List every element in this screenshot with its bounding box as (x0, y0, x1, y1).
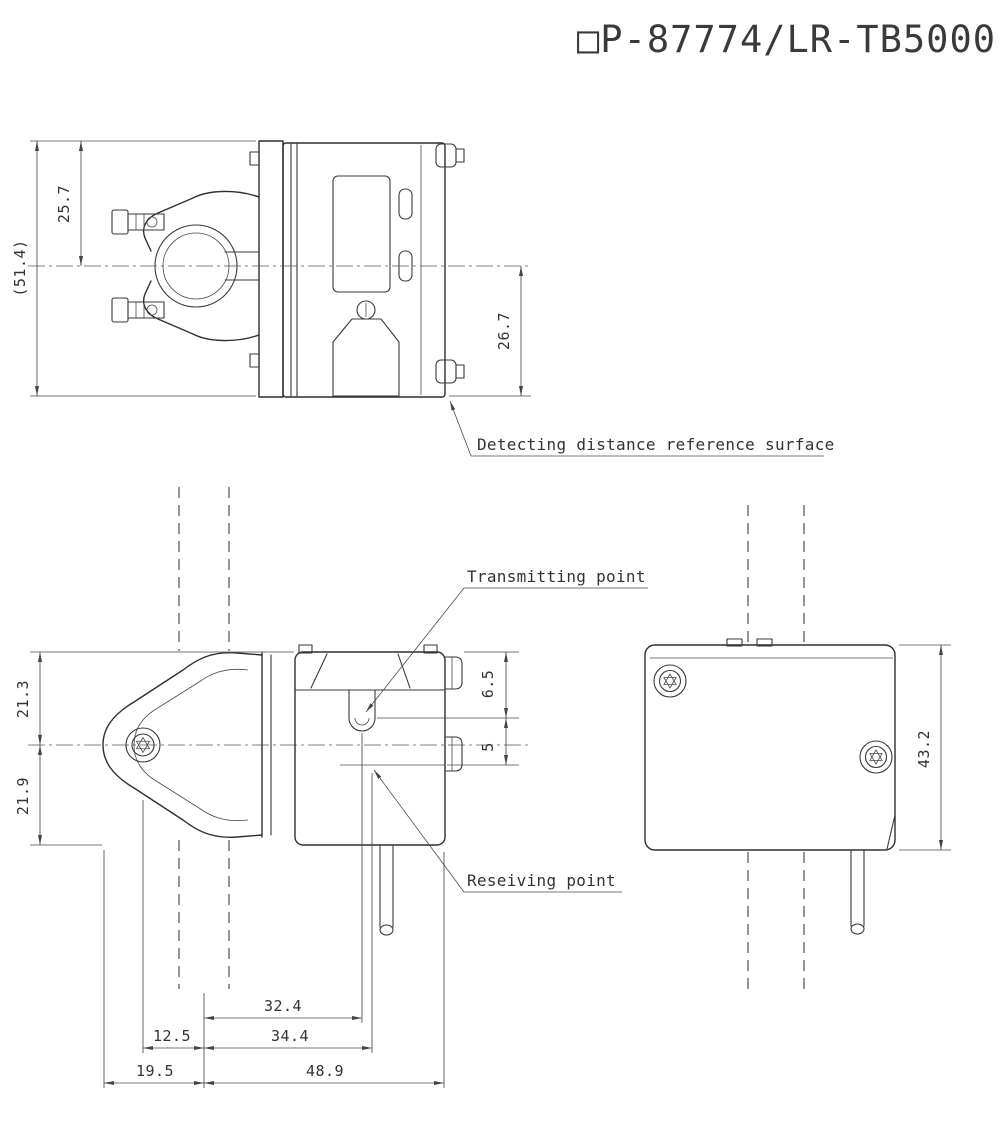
clamp-bolt-lower (111, 297, 165, 323)
leader-transmitting-point: Transmitting point (365, 567, 648, 713)
dim-text-front-upper: 21.3 (14, 680, 32, 718)
clamp-bracket-front (102, 652, 272, 838)
sensor-body-side (644, 638, 896, 935)
dim-text-edge-offset: 19.5 (136, 1062, 174, 1080)
dim-text-front-lower: 21.9 (14, 777, 32, 815)
dim-side-height: 43.2 (899, 644, 951, 851)
top-view: (51.4) 25.7 26.7 Detecting distance refe… (11, 140, 835, 457)
dim-text-transmit-x: 32.4 (264, 997, 302, 1015)
dim-transmit-offset: 6.5 (377, 651, 519, 719)
sensor-nose (332, 318, 400, 397)
screw-bottom-right (435, 359, 465, 384)
dim-lower-height: 26.7 (449, 266, 531, 397)
transmitting-point-label: Transmitting point (467, 567, 646, 586)
side-view: 43.2 (644, 505, 951, 989)
receiving-point-label: Reseiving point (467, 871, 616, 890)
screw-front-upper (444, 656, 463, 690)
cable-front (379, 844, 394, 936)
dim-screw-offset: 12.5 (143, 1027, 204, 1051)
dim-text-side-height: 43.2 (915, 730, 933, 768)
clamp-bolt-upper (111, 209, 165, 235)
dim-edge-offset: 19.5 (104, 1062, 204, 1086)
dim-overall-width: 48.9 (204, 1062, 444, 1086)
leader-detecting-surface: Detecting distance reference surface (449, 400, 835, 457)
dim-text-lower-height: 26.7 (495, 312, 513, 350)
dim-text-transmit-offset: 6.5 (479, 670, 497, 699)
leader-receiving-point: Reseiving point (373, 769, 622, 893)
dim-receive-x: 34.4 (204, 1027, 372, 1051)
dim-text-overall-height: (51.4) (11, 239, 29, 296)
drawing-title: □P-87774/LR-TB5000 (577, 18, 996, 61)
detecting-surface-label: Detecting distance reference surface (477, 435, 835, 454)
torx-screw-side-right (859, 740, 893, 774)
cable-side (850, 849, 865, 935)
torx-screw-front (125, 727, 161, 763)
torx-screw-side-top (653, 664, 687, 698)
dim-upper-height: 25.7 (55, 141, 84, 266)
sensor-body-top (282, 142, 465, 398)
dim-transmit-x: 32.4 (204, 997, 362, 1021)
front-view: Transmitting point Reseiving point 21.3 … (14, 487, 648, 1088)
dim-front-lower: 21.9 (14, 745, 102, 846)
mounting-plate (249, 140, 284, 398)
screw-top-right (435, 143, 465, 168)
bottom-extension-lines (103, 733, 445, 1088)
transmitting-lens (348, 689, 376, 732)
sensor-body-front (294, 644, 463, 936)
display-window (332, 175, 391, 293)
screw-front-lower (444, 736, 463, 772)
dim-text-overall-width: 48.9 (306, 1062, 344, 1080)
pole-hidden-lines-front (178, 487, 230, 989)
dim-beam-gap: 5 (447, 718, 519, 766)
dim-overall-height: (51.4) (11, 140, 256, 397)
pole-hidden-lines-side (747, 505, 805, 989)
slot-upper (398, 188, 413, 220)
dim-front-upper: 21.3 (14, 651, 294, 745)
dim-text-receive-x: 34.4 (271, 1027, 309, 1045)
dim-text-beam-gap: 5 (479, 742, 497, 752)
dim-text-screw-offset: 12.5 (153, 1027, 191, 1045)
dim-text-upper-height: 25.7 (55, 185, 73, 223)
